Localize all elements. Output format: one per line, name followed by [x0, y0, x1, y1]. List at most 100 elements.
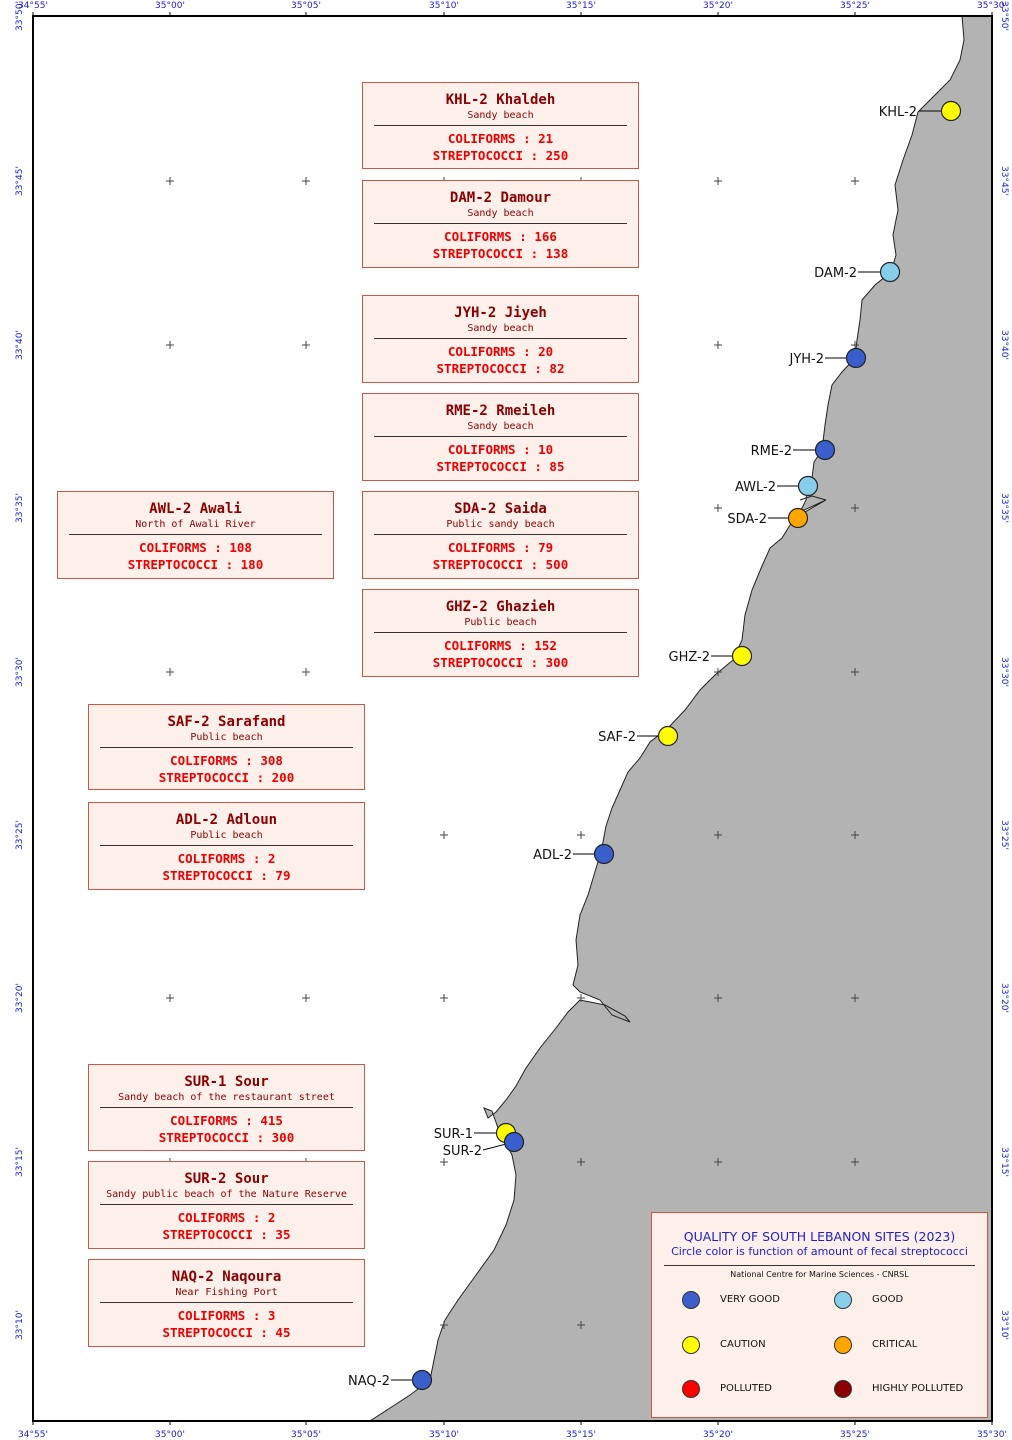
site-dot[interactable] — [411, 1369, 433, 1391]
site-dot[interactable] — [593, 843, 615, 865]
streptococci-value: STREPTOCOCCI : 138 — [432, 246, 569, 261]
site-dot[interactable] — [731, 645, 753, 667]
box-divider — [374, 223, 627, 224]
lat-tick-left: 33°45' — [15, 166, 25, 196]
legend-label: CRITICAL — [872, 1339, 918, 1350]
site-label: AWL-2 — [735, 480, 776, 495]
site-label: SAF-2 — [598, 730, 636, 745]
site-marker-naq-2[interactable]: NAQ-2 — [348, 1369, 433, 1391]
legend-label: POLLUTED — [720, 1383, 772, 1394]
lon-tick-bottom: 35°10' — [429, 1430, 459, 1440]
lat-tick-right: 33°10' — [999, 1310, 1009, 1340]
legend-swatch — [682, 1380, 700, 1398]
streptococci-value: STREPTOCOCCI : 85 — [436, 459, 565, 474]
lat-tick-right: 33°30' — [999, 657, 1009, 687]
legend-credit: National Centre for Marine Sciences - CN… — [730, 1270, 909, 1279]
coliforms-value: COLIFORMS : 152 — [444, 638, 557, 653]
legend-swatch — [834, 1336, 852, 1354]
lon-tick-bottom: 35°00' — [155, 1430, 185, 1440]
legend-subtitle: Circle color is function of amount of fe… — [671, 1245, 968, 1258]
box-divider — [374, 534, 627, 535]
box-divider — [100, 1204, 353, 1205]
site-dot[interactable] — [940, 100, 962, 122]
box-divider — [100, 1107, 353, 1108]
site-dot[interactable] — [657, 725, 679, 747]
lat-tick-right: 33°20' — [999, 983, 1009, 1013]
site-marker-dam-2[interactable]: DAM-2 — [814, 261, 901, 283]
site-dot[interactable] — [503, 1131, 525, 1153]
site-marker-sda-2[interactable]: SDA-2 — [727, 507, 809, 529]
coliforms-value: COLIFORMS : 3 — [177, 1308, 276, 1323]
legend-label: VERY GOOD — [720, 1294, 780, 1305]
site-label: RME-2 — [751, 444, 792, 459]
site-label: GHZ-2 — [669, 650, 711, 665]
box-subtitle: Public beach — [464, 617, 537, 628]
box-divider — [100, 845, 353, 846]
box-title: DAM-2 Damour — [449, 190, 552, 206]
lat-tick-left: 33°15' — [15, 1147, 25, 1177]
site-marker-ghz-2[interactable]: GHZ-2 — [669, 645, 753, 667]
land-mass — [368, 15, 993, 1422]
map-frame — [32, 15, 993, 1422]
site-label: SDA-2 — [727, 512, 767, 527]
site-marker-awl-2[interactable]: AWL-2 — [735, 475, 819, 497]
coliforms-value: COLIFORMS : 10 — [447, 442, 554, 457]
legend-title: QUALITY OF SOUTH LEBANON SITES (2023) — [683, 1229, 956, 1244]
box-subtitle: Public sandy beach — [446, 519, 555, 530]
lat-tick-right: 33°45' — [999, 166, 1009, 196]
lat-tick-left: 33°30' — [15, 657, 25, 687]
lon-tick-bottom: 35°20' — [703, 1430, 733, 1440]
streptococci-value: STREPTOCOCCI : 79 — [162, 868, 291, 883]
lat-tick-left: 33°35' — [15, 493, 25, 523]
streptococci-value: STREPTOCOCCI : 200 — [158, 770, 295, 785]
lon-tick-top: 35°10' — [429, 1, 459, 11]
box-subtitle: North of Awali River — [135, 519, 256, 530]
box-title: RME-2 Rmeileh — [445, 403, 556, 419]
lat-tick-left: 33°40' — [15, 330, 25, 360]
coliforms-value: COLIFORMS : 108 — [139, 540, 252, 555]
site-dot[interactable] — [814, 439, 836, 461]
box-subtitle: Near Fishing Port — [175, 1287, 278, 1298]
box-subtitle: Public beach — [190, 830, 263, 841]
site-dot[interactable] — [879, 261, 901, 283]
coliforms-value: COLIFORMS : 79 — [447, 540, 554, 555]
site-dot[interactable] — [797, 475, 819, 497]
site-label: JYH-2 — [788, 352, 824, 367]
box-title: AWL-2 Awali — [149, 501, 242, 517]
site-label: ADL-2 — [533, 848, 572, 863]
box-subtitle: Sandy beach — [467, 110, 534, 121]
site-marker-adl-2[interactable]: ADL-2 — [533, 843, 615, 865]
legend-label: CAUTION — [720, 1339, 766, 1350]
coliforms-value: COLIFORMS : 2 — [177, 851, 276, 866]
lon-tick-bottom: 35°15' — [566, 1430, 596, 1440]
coliforms-value: COLIFORMS : 20 — [447, 344, 554, 359]
coordinate-ticks: 34°55'34°55'35°00'35°00'35°05'35°05'35°1… — [15, 1, 1009, 1440]
coliforms-value: COLIFORMS : 166 — [444, 229, 557, 244]
box-divider — [100, 1302, 353, 1303]
site-dot[interactable] — [787, 507, 809, 529]
box-title: KHL-2 Khaldeh — [445, 92, 556, 108]
legend-label: HIGHLY POLLUTED — [872, 1383, 964, 1394]
site-marker-rme-2[interactable]: RME-2 — [751, 439, 836, 461]
box-divider — [374, 436, 627, 437]
site-marker-sur-2[interactable]: SUR-2 — [443, 1131, 525, 1160]
site-marker-jyh-2[interactable]: JYH-2 — [788, 347, 867, 369]
coliforms-value: COLIFORMS : 415 — [170, 1113, 283, 1128]
legend-swatch — [682, 1291, 700, 1309]
site-dot[interactable] — [845, 347, 867, 369]
streptococci-value: STREPTOCOCCI : 300 — [158, 1130, 295, 1145]
site-label: SUR-2 — [443, 1144, 482, 1159]
site-marker-khl-2[interactable]: KHL-2 — [879, 100, 962, 122]
lat-tick-left: 33°20' — [15, 983, 25, 1013]
box-title: ADL-2 Adloun — [175, 812, 278, 828]
lat-tick-right: 33°15' — [999, 1147, 1009, 1177]
site-marker-saf-2[interactable]: SAF-2 — [598, 725, 679, 747]
